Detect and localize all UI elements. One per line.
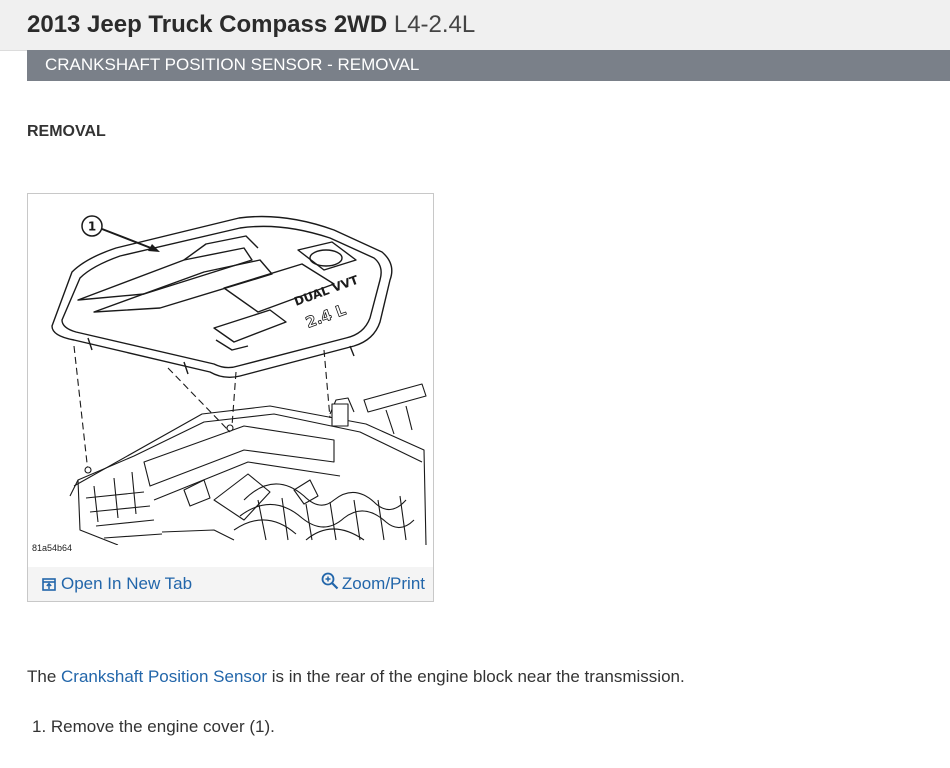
engine-label: L4-2.4L [393,11,476,38]
magnifier-plus-icon [321,572,339,595]
callout-number: 1 [88,220,96,234]
page-title: 2013 Jeep Truck Compass 2WD L4-2.4L [27,11,475,39]
crankshaft-sensor-link[interactable]: Crankshaft Position Sensor [61,667,268,686]
open-in-new-tab-link[interactable]: Open In New Tab [42,574,192,596]
paragraph-lead: The [27,667,62,686]
figure-card: DUAL VVT 2.4 L 1 [27,193,434,602]
zoom-print-label: Zoom/Print [341,574,425,593]
open-in-new-tab-label: Open In New Tab [61,574,193,593]
section-header: CRANKSHAFT POSITION SENSOR - REMOVAL [27,50,950,81]
engine-cover-diagram: DUAL VVT 2.4 L 1 [51,215,427,545]
open-new-tab-icon [42,576,56,596]
paragraph-rest: is in the rear of the engine block near … [267,667,685,686]
figure-code: 81a54b64 [32,543,73,553]
vehicle-title: 2013 Jeep Truck Compass 2WD [27,11,388,38]
figure-actions: Open In New Tab Zoom/Print [28,567,433,601]
removal-heading: REMOVAL [27,123,106,140]
title-bar: 2013 Jeep Truck Compass 2WD L4-2.4L [0,0,950,51]
callout-1: 1 [81,215,160,252]
description-paragraph: The Crankshaft Position Sensor is in the… [27,667,685,687]
section-title: CRANKSHAFT POSITION SENSOR - REMOVAL [45,55,420,74]
zoom-print-link[interactable]: Zoom/Print [321,572,425,595]
step-1: 1. Remove the engine cover (1). [32,717,275,736]
